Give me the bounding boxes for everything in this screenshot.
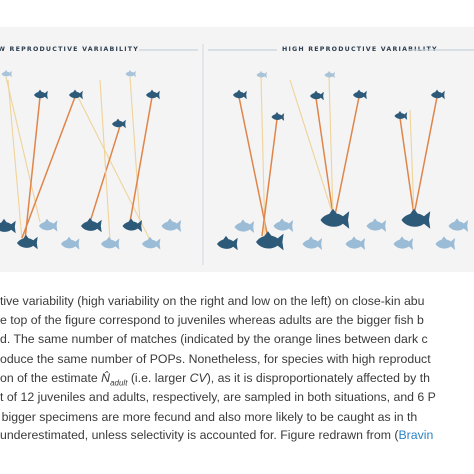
caption-line-8: underestimated, unless selectivity is ac… xyxy=(0,428,433,442)
kin-line-8 xyxy=(99,79,111,241)
pop-match-line-11 xyxy=(261,118,278,237)
estimate-subscript: adult xyxy=(110,378,128,388)
panel-title-high-variability: HIGH REPRODUCTIVE VARIABILITY xyxy=(282,46,438,53)
panel-title-low-variability: W REPRODUCTIVE VARIABILITY xyxy=(0,46,140,53)
kin-line-4 xyxy=(77,96,151,241)
kin-line-10 xyxy=(260,76,266,239)
kin-line-1 xyxy=(7,79,23,241)
caption-line-3: d. The same number of matches (indicated… xyxy=(0,332,428,346)
caption-line-8-text: underestimated, unless selectivity is ac… xyxy=(0,428,399,442)
caption-line-5-text-a: on of the estimate xyxy=(0,371,102,385)
pop-match-line-7 xyxy=(89,125,121,223)
pop-match-line-15 xyxy=(399,117,415,216)
kin-line-18 xyxy=(409,109,415,216)
caption-line-1: tive variability (high variability on th… xyxy=(0,294,425,308)
pop-match-line-9 xyxy=(238,96,269,239)
estimate-symbol: N̂ xyxy=(101,371,111,385)
caption-line-5-text-c: ), as it is disproportionately affected … xyxy=(206,371,430,385)
pop-match-line-16 xyxy=(413,96,438,216)
kin-line-14 xyxy=(328,76,334,216)
caption-line-4: oduce the same number of POPs. Nonethele… xyxy=(0,352,431,366)
caption-line-7-text: bigger specimens are more fecund and als… xyxy=(1,410,418,425)
pop-match-line-2 xyxy=(24,96,41,241)
kin-line-5 xyxy=(129,76,141,223)
pop-match-line-13 xyxy=(334,96,360,216)
caption-line-6: t of 12 juveniles and adults, respective… xyxy=(0,390,436,404)
pop-match-line-3 xyxy=(21,96,76,239)
pop-match-line-6 xyxy=(129,96,153,223)
cv-symbol: CV xyxy=(189,371,207,385)
caption-line-5: on of the estimate N̂adult (i.e. larger … xyxy=(0,371,430,387)
caption-line-2: e top of the figure correspond to juveni… xyxy=(0,313,424,327)
pop-match-line-12 xyxy=(315,97,334,216)
kin-line-0 xyxy=(5,76,41,223)
figure-panel xyxy=(0,27,474,272)
caption-line-5-text-b: (i.e. larger xyxy=(127,371,190,385)
kin-line-17 xyxy=(289,79,334,216)
caption-line-7: f bigger specimens are more fecund and a… xyxy=(0,409,418,425)
citation-link[interactable]: Bravin xyxy=(398,428,434,442)
